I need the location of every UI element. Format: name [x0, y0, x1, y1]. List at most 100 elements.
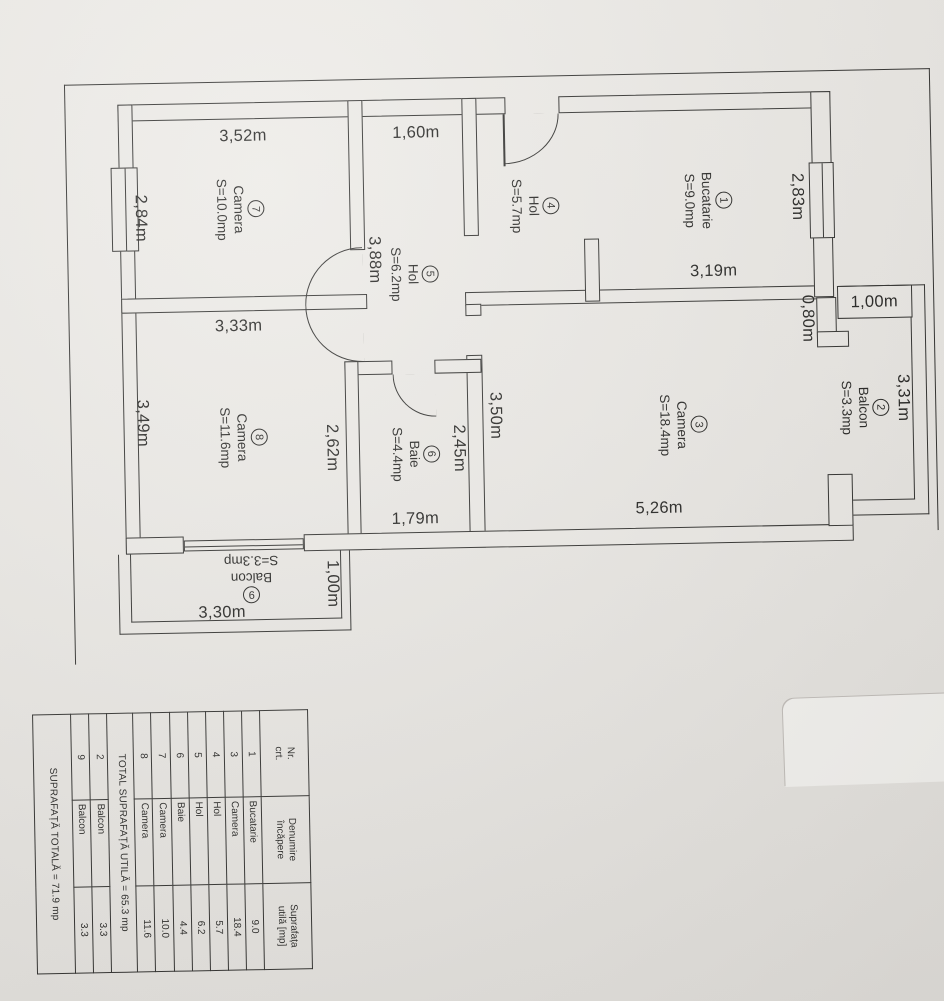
table-cell: 6.2	[190, 884, 211, 971]
table-cell: 6	[169, 712, 189, 799]
wall-bottom-left	[125, 536, 184, 555]
table-cell: 5.7	[208, 883, 229, 971]
room-area: S=4.4mp	[390, 427, 407, 482]
table-cell: 4	[205, 711, 225, 798]
room-name: Bucatarie	[698, 171, 715, 230]
table-cell: Camera	[224, 797, 245, 884]
room-label-balcon9: 9 Balcon S=3.3mp	[224, 553, 279, 604]
room-name: Hol	[405, 263, 421, 285]
room-name: Camera	[674, 400, 691, 450]
room-area: S=10.0mp	[214, 178, 231, 241]
paper-slip	[782, 692, 944, 788]
room-number-1: 1	[715, 191, 733, 209]
wall-camera3-left-upper	[465, 303, 482, 317]
area-table-wrap: Nr. crt. Denumire încăpere Suprafața uti…	[30, 709, 313, 974]
dim-label-balc9-w: 3,30m	[198, 602, 246, 622]
room-number-9: 9	[243, 586, 261, 604]
room-area: S=3.3mp	[223, 553, 279, 570]
entry-door-arc-icon	[502, 113, 560, 165]
wall-balcony-stub-foot	[816, 330, 850, 348]
balcon2-rail-bottom-inner	[853, 498, 916, 502]
wall-bucatarie-left	[584, 238, 601, 302]
table-cell: Camera	[152, 798, 173, 886]
window-bucatarie-icon	[808, 161, 836, 239]
table-cell: Hol	[188, 797, 209, 885]
room-label-camera7: 7 Camera S=10.0mp	[214, 178, 265, 241]
room-name: Balcon	[230, 569, 273, 586]
table-cell: 10.0	[154, 884, 175, 972]
dim-label-buc-h: 2,83m	[788, 172, 808, 221]
wall-hol-partition	[461, 97, 479, 237]
dim-label-cam3-w: 5,26m	[635, 498, 684, 518]
dim-label-cam7-w: 3,52m	[219, 126, 267, 146]
room-number-6: 6	[422, 445, 441, 463]
balcon2-rail-right-outer	[923, 284, 930, 515]
room-name: Camera	[230, 185, 247, 234]
dim-label-buc-w: 3,19m	[689, 261, 738, 281]
room-label-hol5: 5 Hol S=6.2mp	[388, 246, 439, 302]
wall-camera8-right	[344, 361, 362, 551]
room-name: Hol	[526, 195, 542, 217]
dim-label-balc9-h: 1,00m	[323, 559, 343, 608]
table-total-util: TOTAL SUPRAFAȚĂ UTILĂ = 65.3 mp	[106, 713, 138, 973]
table-header-nr: Nr. crt.	[259, 709, 310, 797]
dim-label-baie-h: 2,45m	[450, 424, 469, 473]
table-cell: Balcon	[72, 800, 93, 887]
table-cell: Bucatarie	[242, 796, 263, 884]
room-area: S=6.2mp	[388, 247, 405, 302]
dim-label-cam8-right: 2,62m	[323, 423, 342, 472]
wall-bottom-main	[303, 523, 854, 552]
baie-door-arc-icon	[392, 373, 437, 418]
table-cell: 9	[70, 713, 91, 801]
room-area: S=5.7mp	[509, 178, 526, 234]
room-name: Baie	[406, 440, 423, 468]
room-label-baie: 6 Baie S=4.4mp	[390, 426, 441, 482]
window-balcon9-icon	[183, 538, 304, 552]
balcon9-rail-right-outer	[348, 550, 352, 631]
wall-baie-top-right	[434, 358, 482, 374]
table-cell: 1	[241, 710, 261, 798]
table-cell: Camera	[134, 799, 155, 886]
table-cell: 9.0	[244, 883, 265, 970]
table-cell: 7	[150, 712, 171, 800]
room-area: S=9.0mp	[682, 173, 699, 229]
frame-top	[63, 68, 930, 87]
table-cell: Baie	[170, 798, 191, 885]
table-header-denumire: Denumire încăpere	[260, 796, 311, 884]
table-cell: 3.3	[74, 886, 94, 974]
room-number-7: 7	[247, 200, 265, 218]
table-cell: 5	[187, 711, 207, 799]
room-label-balcon2: 2 Balcon S=3.3mp	[839, 380, 890, 435]
dim-label-balc2-w: 1,00m	[850, 292, 899, 312]
dim-label-hol5-h: 3,88m	[365, 235, 385, 284]
balcon9-rail-left-inner	[129, 554, 133, 623]
area-table: Nr. crt. Denumire încăpere Suprafața uti…	[32, 709, 313, 974]
table-cell: 4.4	[172, 884, 193, 972]
wall-camera3-top	[465, 285, 833, 307]
wall-bucatarie-right-lower	[813, 236, 835, 298]
dim-label-hol-top: 1,60m	[392, 123, 440, 142]
dim-label-cam8-h: 3,49m	[133, 399, 153, 448]
table-cell: 3	[223, 710, 243, 798]
dim-label-baie-w: 1,79m	[391, 509, 440, 529]
room-label-bucatarie: 1 Bucatarie S=9.0mp	[682, 171, 733, 229]
wall-top-left	[117, 97, 506, 122]
table-cell: 11.6	[136, 885, 156, 973]
room-number-2: 2	[872, 398, 890, 416]
table-cell: Hol	[206, 797, 227, 885]
room-number-3: 3	[690, 415, 708, 434]
dim-label-balc2-h: 3,31m	[894, 373, 914, 422]
table-cell: 8	[132, 712, 153, 800]
room-area: S=18.4mp	[657, 394, 674, 457]
wall-bucatarie-right-upper	[810, 91, 832, 165]
room-number-8: 8	[250, 428, 268, 446]
wall-top-right	[558, 91, 831, 114]
table-total-all: SUPRAFAȚĂ TOTALĂ = 71.9 mp	[32, 714, 76, 974]
table-cell: 3.3	[92, 886, 112, 973]
balcon9-rail-left-outer	[117, 554, 121, 635]
wall-camera7-right	[347, 100, 366, 251]
frame-left	[63, 84, 77, 665]
table-cell: 18.4	[226, 883, 247, 971]
balcon9-rail-bottom-outer	[119, 629, 352, 636]
